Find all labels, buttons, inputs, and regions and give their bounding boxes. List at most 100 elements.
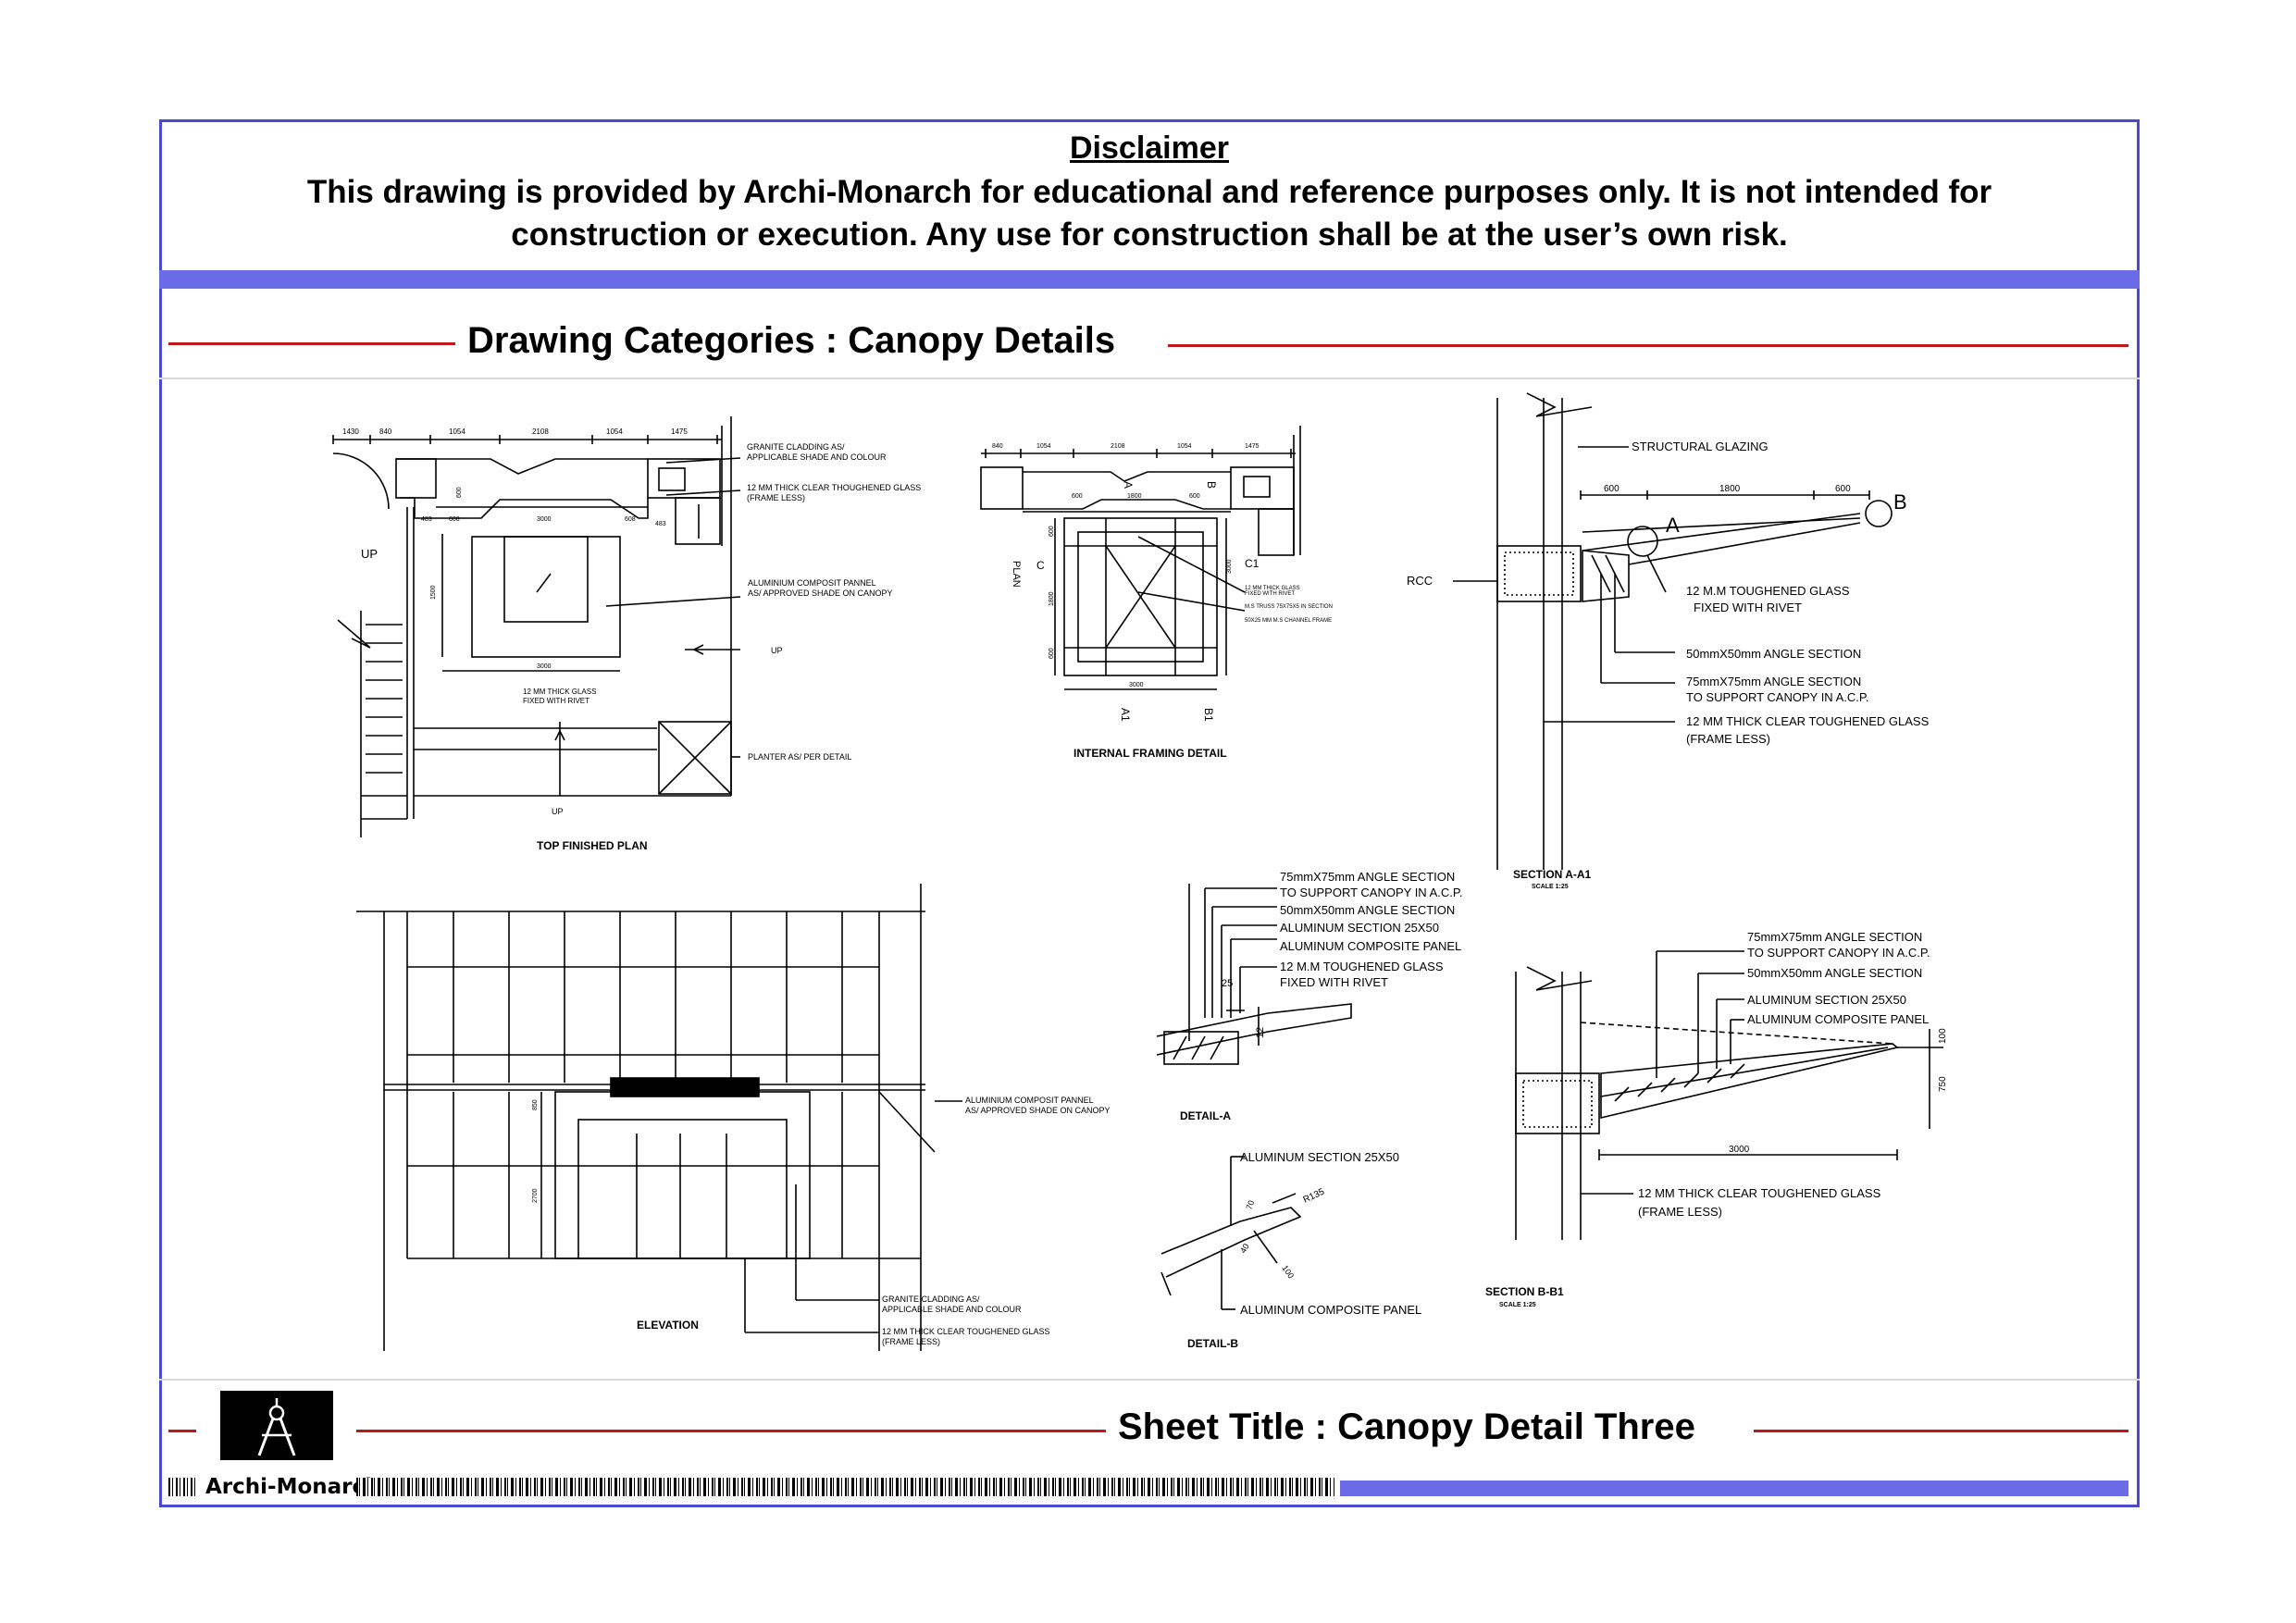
detail-b-dim-1: R135 <box>1302 1186 1327 1205</box>
footer-rule-left <box>168 1430 196 1432</box>
plan-dim-small: 600 <box>456 487 463 498</box>
section-b-angle50: 50mmX50mm ANGLE SECTION <box>1747 966 1922 980</box>
section-a-scale: SCALE 1:25 <box>1532 884 1569 890</box>
detail-a-note-1: 75mmX75mm ANGLE SECTION <box>1280 870 1455 884</box>
section-b-b1 <box>1515 950 1943 1240</box>
section-a-glass2-2: (FRAME LESS) <box>1686 732 1770 746</box>
plan-note-granite-2: APPLICABLE SHADE AND COLOUR <box>747 452 887 462</box>
elevation-drawing <box>356 884 962 1351</box>
plan-dim-side: 1500 <box>430 585 437 600</box>
frame-dim-3: 2108 <box>1111 443 1125 450</box>
sheet-title: Sheet Title : Canopy Detail Three <box>1118 1406 1695 1447</box>
section-b-title: SECTION B-B1 <box>1485 1285 1564 1298</box>
detail-a-title: DETAIL-A <box>1180 1109 1231 1122</box>
section-a-dim-1: 600 <box>1604 484 1620 494</box>
frame-plan-label: PLAN <box>1011 561 1022 588</box>
frame-note-4: 50X25 MM M.S CHANNEL FRAME <box>1245 618 1332 624</box>
section-a-dim-3: 600 <box>1835 484 1851 494</box>
detail-a-note-7: FIXED WITH RIVET <box>1280 975 1388 989</box>
plan-dim-row2-1: 483 <box>421 516 432 523</box>
section-b-glass-1: 12 MM THICK CLEAR TOUGHENED GLASS <box>1638 1186 1881 1200</box>
section-a-a1 <box>1453 392 1893 870</box>
plan-dim-3: 1054 <box>449 427 465 436</box>
detail-a-note-5: ALUMINUM COMPOSITE PANEL <box>1280 939 1461 953</box>
elevation-dim-2: 2700 <box>532 1188 539 1203</box>
section-a-glass2-1: 12 MM THICK CLEAR TOUGHENED GLASS <box>1686 714 1930 728</box>
frame-dim-1: 840 <box>992 443 1003 450</box>
category-title: Drawing Categories : Canopy Details <box>467 320 1116 361</box>
detail-b <box>1160 1156 1302 1310</box>
barcode-strip <box>356 1478 1334 1496</box>
frame-dim-row2-2: 1800 <box>1127 493 1142 500</box>
plan-dim-row2-2: 608 <box>449 516 460 523</box>
section-a-mark-a: A <box>1666 514 1680 537</box>
barcode-left <box>168 1478 196 1496</box>
section-b-angle75-2: TO SUPPORT CANOPY IN A.C.P. <box>1747 946 1930 960</box>
frame-note-3: M.S TRUSS 75X75X5 IN SECTION <box>1245 604 1333 610</box>
plan-note-acp-2: AS/ APPROVED SHADE ON CANOPY <box>748 588 893 598</box>
section-b-glass-2: (FRAME LESS) <box>1638 1205 1722 1219</box>
frame-mark-b1: B1 <box>1202 708 1215 722</box>
plan-note-glass2-1: 12 MM THICK GLASS <box>523 688 596 696</box>
plan-dim-1: 1430 <box>342 427 359 436</box>
elevation-note-glass-2: (FRAME LESS) <box>882 1337 940 1346</box>
frame-mark-a1: A1 <box>1119 708 1132 722</box>
section-a-glass-2: FIXED WITH RIVET <box>1694 601 1802 614</box>
section-b-angle75-1: 75mmX75mm ANGLE SECTION <box>1747 930 1922 944</box>
frame-mark-c1: C1 <box>1245 557 1260 570</box>
frame-dim-side-2: 1800 <box>1049 591 1055 606</box>
frame-mark-c: C <box>1036 559 1045 572</box>
header-band <box>159 270 2140 289</box>
plan-up-3: UP <box>552 807 564 816</box>
elevation-dim-1: 850 <box>532 1099 539 1110</box>
frame-dim-4: 1054 <box>1177 443 1192 450</box>
sheet-title-rule-left <box>356 1430 1106 1432</box>
plan-note-glass2-2: FIXED WITH RIVET <box>523 697 590 705</box>
plan-dim-row2-5: 483 <box>655 521 666 527</box>
frame-note-2: FIXED WITH RIVET <box>1245 591 1295 597</box>
disclaimer-text: This drawing is provided by Archi-Monarc… <box>159 171 2140 256</box>
elevation-note-glass-1: 12 MM THICK CLEAR TOUGHENED GLASS <box>882 1327 1050 1336</box>
detail-a-dim-1: 25 <box>1222 978 1233 989</box>
section-a-structural-glazing: STRUCTURAL GLAZING <box>1632 440 1769 453</box>
section-a-mark-b: B <box>1893 490 1907 514</box>
brand-name: Archi-Monarch <box>205 1475 380 1499</box>
detail-a-note-4: ALUMINUM SECTION 25X50 <box>1280 921 1439 935</box>
frame-dim-bottom: 3000 <box>1129 682 1144 688</box>
elevation-note-acp-1: ALUMINIUM COMPOSIT PANNEL <box>965 1096 1094 1105</box>
detail-b-note-1: ALUMINUM SECTION 25X50 <box>1240 1150 1399 1164</box>
frame-dim-side-right: 3000 <box>1226 559 1233 574</box>
sheet-title-rule-right <box>1754 1430 2128 1432</box>
detail-b-dim-2: 70 <box>1244 1199 1256 1211</box>
detail-b-dim-3: 40 <box>1238 1242 1251 1255</box>
frame-note-1: 12 MM THICK GLASS <box>1245 586 1300 591</box>
plan-dim-row2-3: 3000 <box>537 516 552 523</box>
detail-b-title: DETAIL-B <box>1187 1337 1238 1350</box>
compass-icon <box>257 1398 296 1456</box>
plan-dim-5: 1054 <box>606 427 623 436</box>
detail-a-note-2: TO SUPPORT CANOPY IN A.C.P. <box>1280 886 1462 899</box>
disclaimer-line-2: construction or execution. Any use for c… <box>511 217 1788 253</box>
sheet-border <box>159 119 2140 1507</box>
section-a-angle50: 50mmX50mm ANGLE SECTION <box>1686 647 1861 661</box>
detail-a-dim-2: 12 <box>1255 1027 1266 1038</box>
section-b-alu-section: ALUMINUM SECTION 25X50 <box>1747 993 1906 1007</box>
frame-title: INTERNAL FRAMING DETAIL <box>1074 747 1227 760</box>
disclaimer-line-1: This drawing is provided by Archi-Monarc… <box>306 174 1992 210</box>
frame-dim-side-1: 600 <box>1049 526 1055 537</box>
plan-dim-4: 2108 <box>532 427 549 436</box>
frame-dim-row2-1: 600 <box>1072 493 1083 500</box>
frame-dim-side-3: 600 <box>1049 648 1055 659</box>
plan-note-glass-2: (FRAME LESS) <box>747 493 805 502</box>
elevation-note-acp-2: AS/ APPROVED SHADE ON CANOPY <box>965 1106 1111 1115</box>
elevation-note-granite-1: GRANITE CLADDING AS/ <box>882 1295 980 1304</box>
plan-dim-6: 1475 <box>671 427 688 436</box>
archi-monarch-logo <box>220 1391 333 1460</box>
frame-dim-row2-3: 600 <box>1189 493 1200 500</box>
frame-mark-b: B <box>1205 481 1218 489</box>
section-b-acp: ALUMINUM COMPOSITE PANEL <box>1747 1012 1929 1026</box>
top-finished-plan <box>332 416 741 837</box>
section-b-dim-1: 3000 <box>1729 1145 1750 1155</box>
frame-dim-5: 1475 <box>1245 443 1260 450</box>
